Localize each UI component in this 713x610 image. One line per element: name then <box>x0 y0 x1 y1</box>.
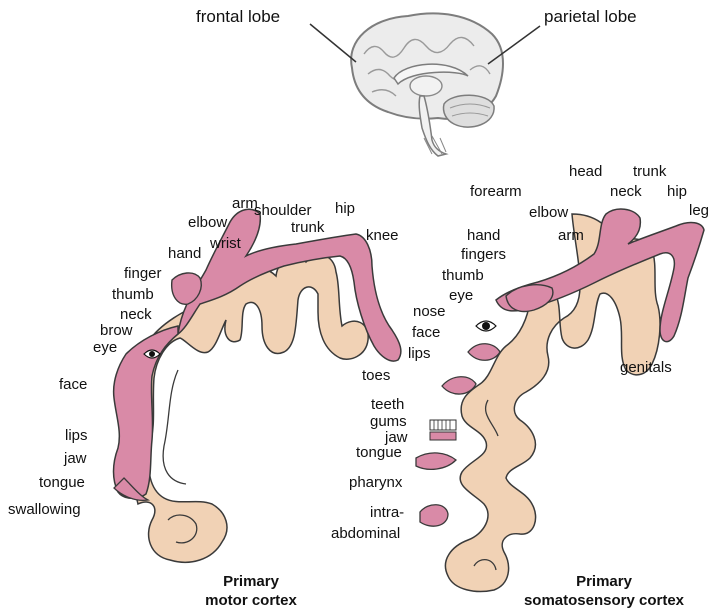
motor-label-face: face <box>59 377 87 393</box>
motor-label-knee: knee <box>366 228 399 244</box>
somato-label-thumb: thumb <box>442 268 484 284</box>
motor-label-shoulder: shoulder <box>254 203 312 219</box>
somato-label-leg: leg <box>689 203 709 219</box>
motor-label-lips: lips <box>65 428 88 444</box>
somato-label-elbow: elbow <box>529 205 568 221</box>
label-parietal-lobe: parietal lobe <box>544 9 637 25</box>
somatosensory-tongue <box>416 453 456 469</box>
somato-label-face: face <box>412 325 440 341</box>
somato-label-neck: neck <box>610 184 642 200</box>
somatosensory-nose <box>468 344 500 361</box>
label-frontal-lobe: frontal lobe <box>196 9 280 25</box>
somato-label-nose: nose <box>413 304 446 320</box>
motor-caption-line2: motor cortex <box>176 591 326 610</box>
somato-label-teeth: teeth <box>371 397 404 413</box>
somato-label-forearm: forearm <box>470 184 522 200</box>
brain-cerebellum <box>443 95 494 127</box>
somato-label-trunk: trunk <box>633 164 666 180</box>
somato-label-abdominal: abdominal <box>331 526 400 542</box>
brain-illustration <box>310 13 540 156</box>
somato-label-genitals: genitals <box>620 360 672 376</box>
motor-label-swallowing: swallowing <box>8 502 81 518</box>
frontal-lobe-leader <box>310 24 356 62</box>
motor-label-trunk: trunk <box>291 220 324 236</box>
brain-thalamus <box>410 76 442 96</box>
somato-label-hand: hand <box>467 228 500 244</box>
somato-caption-line1: Primary <box>496 572 712 591</box>
motor-label-brow: brow <box>100 323 133 339</box>
somatosensory-teeth <box>430 420 456 440</box>
somato-label-arm: arm <box>558 228 584 244</box>
somato-label-fingers: fingers <box>461 247 506 263</box>
motor-cortex-section <box>114 209 401 562</box>
somato-label-pharynx: pharynx <box>349 475 402 491</box>
motor-caption-line1: Primary <box>176 572 326 591</box>
motor-label-elbow: elbow <box>188 215 227 231</box>
somato-caption-line2: somatosensory cortex <box>496 591 712 610</box>
motor-label-hand: hand <box>168 246 201 262</box>
motor-eye-pupil <box>149 351 155 357</box>
motor-label-neck: neck <box>120 307 152 323</box>
motor-label-tongue: tongue <box>39 475 85 491</box>
somato-label-hip: hip <box>667 184 687 200</box>
motor-label-toes: toes <box>362 368 390 384</box>
somato-label-tongue: tongue <box>356 445 402 461</box>
somato-label-head: head <box>569 164 602 180</box>
somato-label-lips: lips <box>408 346 431 362</box>
motor-label-finger: finger <box>124 266 162 282</box>
somato-label-intra: intra- <box>370 505 404 521</box>
motor-label-hip: hip <box>335 201 355 217</box>
motor-label-eye: eye <box>93 340 117 356</box>
motor-label-thumb: thumb <box>112 287 154 303</box>
somato-label-eye: eye <box>449 288 473 304</box>
motor-label-wrist: wrist <box>210 236 241 252</box>
somatosensory-eye-pupil <box>482 322 490 330</box>
somatosensory-intra-abdominal <box>420 505 448 526</box>
motor-cortex-gyri <box>133 255 368 562</box>
somato-label-gums: gums <box>370 414 407 430</box>
somatosensory-cortex-caption: Primary somatosensory cortex <box>496 572 712 610</box>
motor-label-jaw: jaw <box>64 451 87 467</box>
motor-cortex-caption: Primary motor cortex <box>176 572 326 610</box>
